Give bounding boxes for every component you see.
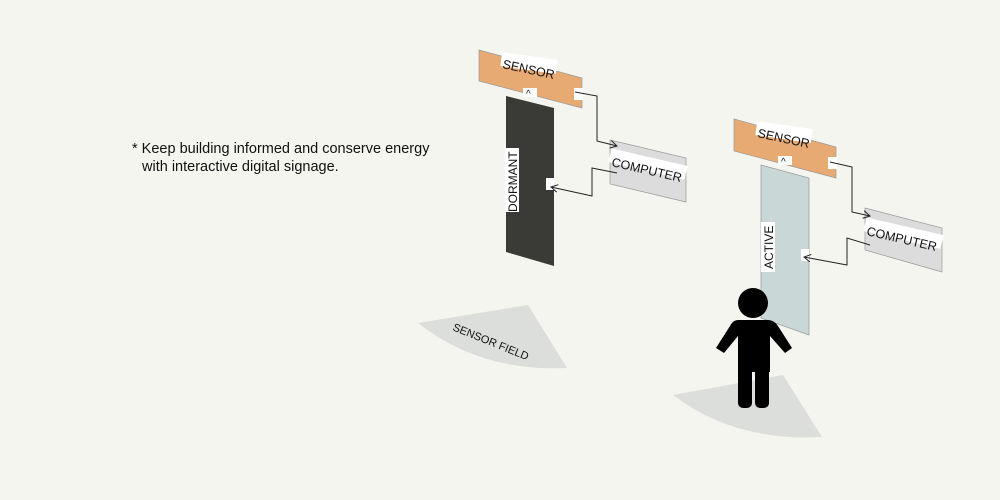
sensor-port: ^ [526, 89, 531, 100]
computer-to-panel-line [551, 167, 618, 197]
sensor-port-active: ^ [781, 157, 786, 168]
sensor-to-computer-line [574, 91, 617, 146]
dormant-panel [506, 96, 554, 266]
dormant-scene: SENSOR FIELD DORMANT SENSOR ^ COMPUTER [418, 49, 688, 369]
caption-line-1: * Keep building informed and conserve en… [132, 141, 430, 157]
caption: * Keep building informed and conserve en… [132, 140, 429, 176]
active-scene: ACTIVE SENSOR ^ COMPUTER [673, 118, 944, 438]
computer-to-panel-line-active [804, 237, 871, 266]
active-panel-label: ACTIVE [762, 226, 776, 269]
person-icon [716, 288, 792, 408]
sensor-to-computer-line-active [829, 161, 870, 216]
caption-line-2: with interactive digital signage. [142, 159, 339, 175]
sensor-field [418, 305, 567, 369]
dormant-panel-label: DORMANT [506, 151, 520, 212]
